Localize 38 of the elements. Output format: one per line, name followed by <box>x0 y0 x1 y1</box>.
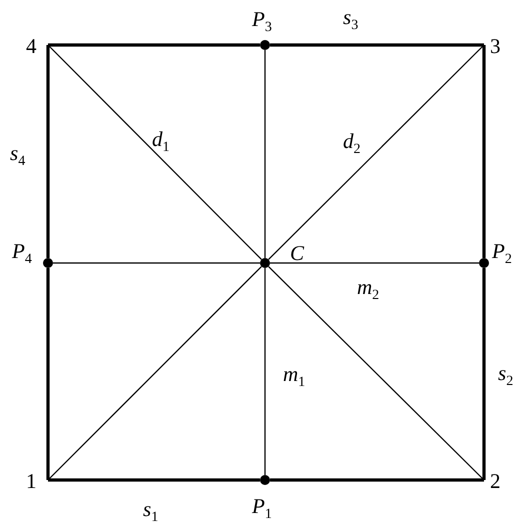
square-side <box>46 45 50 258</box>
line-segment <box>48 44 262 260</box>
vertex-label: 2 <box>490 470 500 492</box>
line-segment <box>48 266 262 480</box>
edge-label: s$_{4}$ <box>10 142 26 171</box>
square-side <box>270 478 484 482</box>
line-segment <box>53 262 260 264</box>
point-dot <box>260 40 270 50</box>
point-dot <box>260 475 270 485</box>
vertex-label: 1 <box>26 470 36 492</box>
square-side <box>270 43 484 47</box>
line-segment <box>264 268 266 475</box>
edge-label: s$_{1}$ <box>143 498 158 527</box>
edge-label: d$_{2}$ <box>343 130 360 159</box>
vertex-label: 4 <box>26 35 36 57</box>
point-label: P$_{1}$ <box>252 495 272 524</box>
square-side <box>46 268 50 480</box>
point-label: P$_{2}$ <box>492 240 512 269</box>
point-dot <box>43 258 53 268</box>
square-side <box>48 43 260 47</box>
line-segment <box>264 50 266 258</box>
edge-label: s$_{3}$ <box>343 6 358 35</box>
square-side <box>482 268 486 480</box>
point-label: P$_{3}$ <box>252 8 272 37</box>
line-segment <box>268 44 484 260</box>
vertex-label: 3 <box>490 35 500 57</box>
point-dot <box>479 258 489 268</box>
edge-label: m$_{2}$ <box>357 276 380 305</box>
square-side <box>48 478 260 482</box>
point-label: C <box>290 242 304 264</box>
point-label: P$_{4}$ <box>12 240 32 269</box>
line-segment <box>268 266 484 480</box>
edge-label: s$_{2}$ <box>498 362 514 391</box>
point-dot <box>260 258 270 268</box>
square-side <box>482 45 486 258</box>
edge-label: m$_{1}$ <box>283 363 306 392</box>
edge-label: d$_{1}$ <box>152 128 170 157</box>
line-segment <box>270 262 479 264</box>
